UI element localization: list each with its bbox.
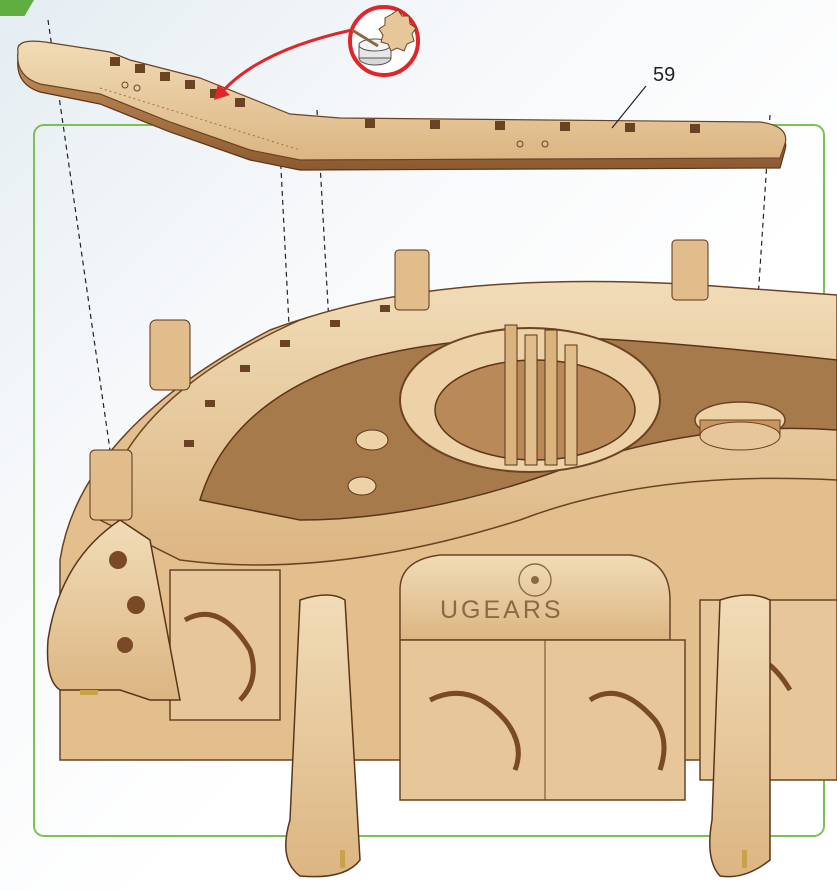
red-arrow-icon — [214, 30, 352, 100]
part-number-label: 59 — [653, 64, 675, 87]
ugears-logo-text: UGEARS — [440, 596, 564, 625]
assembled-ring-base — [48, 240, 837, 877]
glue-pot-with-gear-icon — [350, 7, 418, 75]
